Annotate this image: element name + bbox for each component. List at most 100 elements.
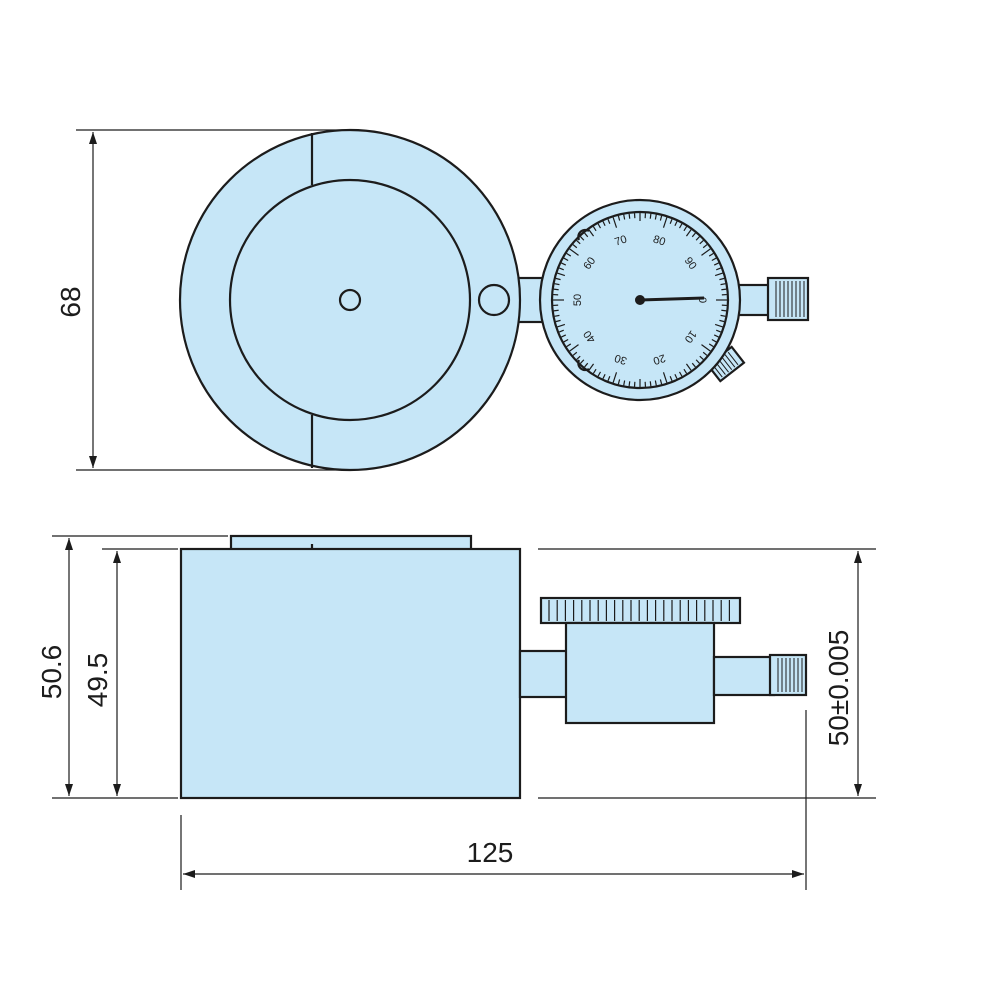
- lock-knurl-line: [718, 359, 729, 373]
- knurl-lines: [775, 281, 805, 317]
- dial-tick: [649, 381, 652, 387]
- dimension-50-tol-label: 50±0.005: [823, 630, 854, 747]
- dimension-49-5-label: 49.5: [82, 653, 113, 708]
- dimension-50-6: 50.6: [36, 535, 228, 799]
- dial-tick: [659, 379, 663, 385]
- dial-tick: [617, 215, 621, 221]
- dimension-68-label: 68: [55, 286, 86, 317]
- dial-tick: [662, 372, 668, 383]
- dial-tick: [708, 343, 714, 348]
- center-hole: [338, 288, 362, 312]
- gauge-stem-left: [518, 649, 570, 699]
- dial-tick: [563, 338, 569, 343]
- bezel-knurl: [539, 596, 742, 625]
- dial-tick: [719, 277, 725, 281]
- dial-tick: [576, 240, 581, 245]
- dial-tick: [566, 343, 572, 348]
- dial-tick: [561, 262, 567, 266]
- dial-tick: [674, 373, 678, 379]
- dial-tick: [554, 314, 560, 317]
- dial-tick: [602, 373, 606, 379]
- dial-tick: [628, 381, 631, 387]
- dial-tick: [720, 314, 726, 317]
- dial-tick: [557, 323, 566, 328]
- dial-tick: [662, 217, 668, 228]
- dial-tick: [654, 214, 657, 220]
- dial-tick: [623, 214, 626, 220]
- gauge-stem-right: [712, 655, 776, 697]
- dial-tick: [701, 248, 711, 256]
- dial-tick: [612, 372, 618, 383]
- dial-needle-hub: [635, 295, 645, 305]
- gauge-body: [564, 621, 716, 725]
- dial-tick: [572, 351, 578, 356]
- dial-tick: [554, 283, 560, 286]
- dial-tick: [558, 329, 564, 333]
- dial-label: 60: [581, 255, 598, 272]
- dial-tick: [695, 359, 700, 364]
- dimension-125: 125: [180, 710, 807, 890]
- dimension-49-5: 49.5: [82, 548, 178, 796]
- dial-tick: [607, 376, 611, 382]
- dial-tick: [669, 376, 673, 382]
- dial-tick: [588, 229, 595, 237]
- dial-needle: [639, 296, 705, 302]
- bezel-notch-lower: [577, 359, 590, 372]
- dial-tick: [588, 363, 595, 371]
- dial-tick: [557, 272, 566, 277]
- dial-tick: [580, 236, 585, 241]
- dial-tick: [685, 363, 692, 371]
- dial-tick: [553, 288, 559, 291]
- dial-label: 10: [682, 328, 699, 345]
- dial-tick: [720, 283, 726, 286]
- dial-label: 0: [696, 297, 708, 303]
- dial-tick: [699, 240, 704, 245]
- dial-tick: [713, 334, 719, 338]
- dial-label: 70: [613, 233, 628, 248]
- dial-tick: [714, 323, 723, 328]
- dial-tick: [649, 213, 652, 219]
- dial-tick: [721, 288, 727, 291]
- dimension-50-tol: 50±0.005: [538, 548, 876, 799]
- dial-tick: [678, 223, 683, 229]
- dial-tick: [602, 221, 606, 227]
- dial-label: 20: [651, 351, 666, 366]
- main-body: [179, 547, 522, 800]
- dial-tick: [553, 309, 559, 312]
- dial-tick: [713, 262, 719, 266]
- dial-tick: [683, 226, 688, 232]
- dial-tick: [702, 244, 708, 249]
- dial-tick: [561, 334, 567, 338]
- dial-tick: [711, 338, 717, 343]
- dial-tick: [569, 344, 579, 352]
- dimension-68: 68: [55, 129, 345, 471]
- lock-knurl-line: [724, 354, 736, 368]
- dial-tick: [714, 272, 723, 277]
- dial-tick: [683, 368, 688, 374]
- knob-front-lines: [777, 658, 803, 692]
- dial-tick: [592, 226, 597, 232]
- dial-tick: [580, 359, 585, 364]
- dimension-50-6-label: 50.6: [36, 645, 67, 700]
- dial-tick: [678, 371, 683, 377]
- dial-tick: [674, 221, 678, 227]
- dial-tick: [685, 229, 692, 237]
- dial-tick: [592, 368, 597, 374]
- dial-tick: [584, 362, 589, 368]
- knurled-knob-front: [768, 653, 808, 697]
- dial-label: 80: [651, 233, 666, 248]
- dial-tick: [716, 267, 722, 271]
- lock-knurl-line: [727, 351, 739, 366]
- dial-tick: [572, 244, 578, 249]
- dial-label: 40: [581, 328, 598, 345]
- dimension-125-label: 125: [467, 837, 514, 868]
- dial-tick: [584, 232, 589, 238]
- dial-tick: [607, 218, 611, 224]
- dial-ticks: [553, 213, 727, 387]
- dial-tick: [716, 329, 722, 333]
- dial-tick: [617, 379, 621, 385]
- dial-tick: [711, 257, 717, 262]
- dial-label: 50: [572, 294, 584, 306]
